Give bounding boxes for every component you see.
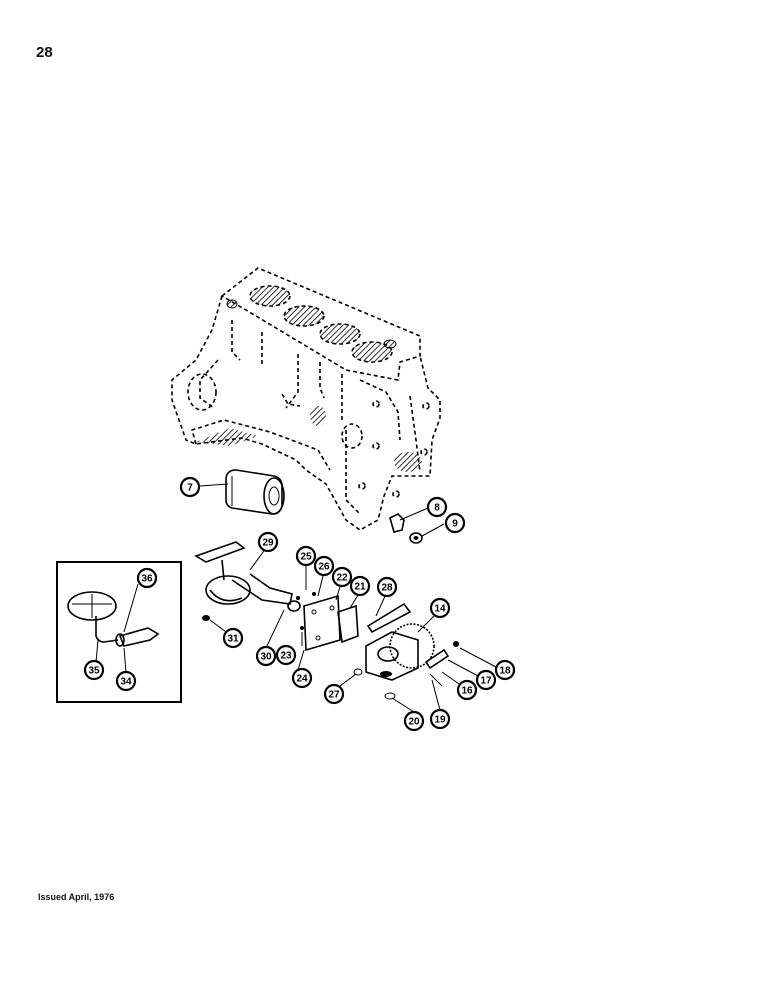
svg-text:18: 18 — [499, 666, 511, 677]
oil-pump-body — [353, 623, 459, 700]
callout-21: 21 — [349, 575, 371, 597]
callout-23: 23 — [275, 644, 297, 666]
callout-14: 14 — [429, 597, 451, 619]
callout-28: 28 — [376, 576, 398, 598]
svg-text:16: 16 — [461, 686, 473, 697]
svg-text:34: 34 — [120, 677, 132, 688]
callout-36: 36 — [136, 567, 158, 589]
callout-24: 24 — [291, 667, 313, 689]
engine-block-outline — [171, 267, 441, 531]
cylinder-bore-2 — [283, 305, 325, 327]
callout-20: 20 — [403, 710, 425, 732]
svg-text:28: 28 — [381, 583, 393, 594]
svg-text:26: 26 — [318, 562, 330, 573]
callout-34: 34 — [115, 670, 137, 692]
page-number: 28 — [36, 44, 53, 61]
svg-text:31: 31 — [227, 634, 239, 645]
svg-text:9: 9 — [452, 519, 458, 530]
cylinder-bore-3 — [319, 323, 361, 345]
svg-text:14: 14 — [434, 604, 446, 615]
callout-29: 29 — [257, 531, 279, 553]
callout-8: 8 — [426, 496, 448, 518]
svg-text:35: 35 — [88, 666, 100, 677]
svg-text:22: 22 — [336, 573, 348, 584]
svg-text:27: 27 — [328, 690, 340, 701]
cylinder-bore-1 — [249, 285, 291, 307]
svg-text:24: 24 — [296, 674, 308, 685]
drain-plug-and-washer — [389, 513, 423, 544]
callout-25: 25 — [295, 545, 317, 567]
oil-filter — [225, 469, 285, 515]
callout-17: 17 — [475, 669, 497, 691]
svg-text:21: 21 — [354, 582, 366, 593]
callout-22: 22 — [331, 566, 353, 588]
callout-18: 18 — [494, 659, 516, 681]
callout-9: 9 — [444, 512, 466, 534]
callout-31: 31 — [222, 627, 244, 649]
leader-lines — [95, 483, 497, 713]
callout-30: 30 — [255, 645, 277, 667]
svg-text:19: 19 — [434, 715, 446, 726]
svg-text:8: 8 — [434, 503, 440, 514]
callout-19: 19 — [429, 708, 451, 730]
cylinder-bore-4 — [351, 341, 393, 363]
svg-text:17: 17 — [480, 676, 492, 687]
svg-text:29: 29 — [262, 538, 274, 549]
oil-pump-inlet-tube — [194, 541, 301, 621]
callout-26: 26 — [313, 555, 335, 577]
svg-text:20: 20 — [408, 717, 420, 728]
issue-date-footer: Issued April, 1976 — [38, 892, 115, 902]
alternate-pickup-inset — [56, 561, 182, 703]
callout-16: 16 — [456, 679, 478, 701]
callout-7: 7 — [179, 476, 201, 498]
svg-text:7: 7 — [187, 483, 193, 494]
svg-text:30: 30 — [260, 652, 272, 663]
svg-text:23: 23 — [280, 651, 292, 662]
svg-text:25: 25 — [300, 552, 312, 563]
callout-27: 27 — [323, 683, 345, 705]
oil-pump-cover-and-gasket — [296, 592, 412, 652]
svg-text:36: 36 — [141, 574, 153, 585]
callout-35: 35 — [83, 659, 105, 681]
